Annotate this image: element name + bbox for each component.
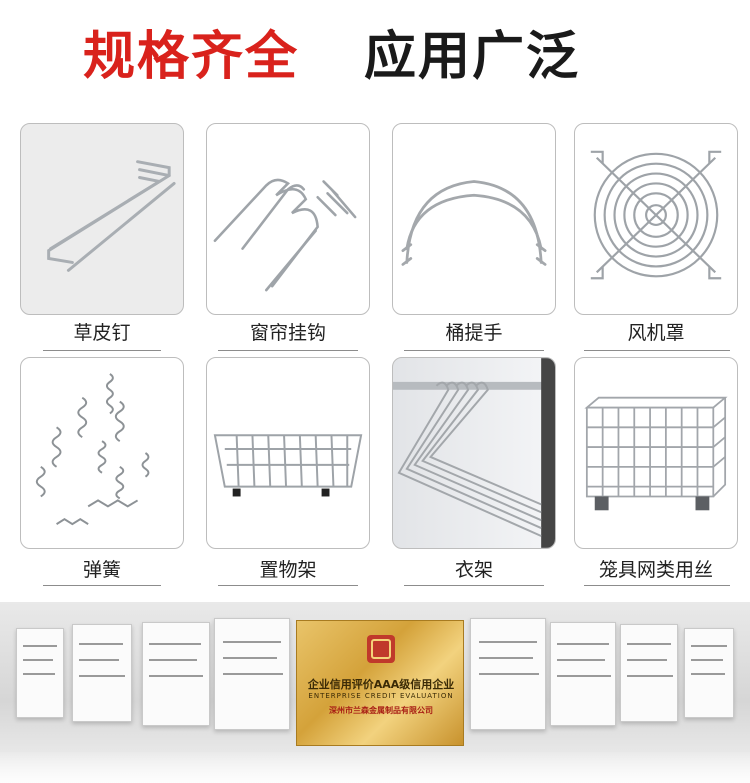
product-label: 弹簧 <box>82 559 121 581</box>
certificate-thumb <box>72 624 132 722</box>
product-photo-spring <box>20 357 184 549</box>
product-label: 衣架 <box>454 559 493 581</box>
product-card-shelf-basket[interactable] <box>206 357 370 549</box>
product-card-wire-cage[interactable] <box>574 357 738 549</box>
headline-red: 规格齐全 <box>83 27 300 87</box>
certificate-thumb <box>214 618 290 730</box>
product-photo-wire-cage <box>574 357 738 549</box>
product-card-spring[interactable] <box>20 357 184 549</box>
springs-icon <box>35 373 150 526</box>
wire-basket-icon <box>213 434 363 497</box>
label-underline <box>404 585 544 586</box>
seal-icon <box>367 635 395 663</box>
credit-line1: 企业信用评价AAA级信用企业 <box>307 678 455 691</box>
bucket-handles-icon <box>401 180 547 266</box>
curtain-hooks-icon <box>213 178 357 292</box>
wire-cage-icon <box>584 396 728 511</box>
certificate-thumb <box>470 618 546 730</box>
certificate-thumb <box>16 628 64 718</box>
product-card-hanger[interactable] <box>392 357 556 549</box>
certificate-thumb <box>550 622 616 726</box>
product-photo-turf-staple <box>20 123 184 315</box>
product-card-bucket-handle[interactable] <box>392 123 556 315</box>
fan-guard-icon <box>590 150 722 280</box>
product-card-curtain-hooks[interactable] <box>206 123 370 315</box>
credit-line3: 深州市兰森金属制品有限公司 <box>329 706 433 715</box>
product-label: 置物架 <box>259 559 317 581</box>
certificate-thumb <box>620 624 678 722</box>
product-card-turf-staple[interactable] <box>20 123 184 315</box>
product-photo-curtain-hooks <box>206 123 370 315</box>
label-underline <box>218 585 358 586</box>
headline-black: 应用广泛 <box>364 27 581 87</box>
certificate-thumb <box>684 628 734 718</box>
label-underline <box>404 350 544 351</box>
product-label: 窗帘挂钩 <box>249 322 326 344</box>
label-underline <box>218 350 358 351</box>
label-underline <box>584 350 730 351</box>
certificate-thumb <box>142 622 210 726</box>
product-label: 风机罩 <box>627 322 685 344</box>
product-photo-fan-guard <box>574 123 738 315</box>
label-underline <box>43 350 161 351</box>
product-label: 草皮钉 <box>73 322 131 344</box>
product-label: 桶提手 <box>445 322 503 344</box>
headline: 规格齐全 应用广泛 <box>0 14 750 87</box>
certificate-band: 企业信用评价AAA级信用企业 ENTERPRISE CREDIT EVALUAT… <box>0 602 750 783</box>
u-shaped-wire-stake-icon <box>47 160 176 272</box>
product-photo-bucket-handle <box>392 123 556 315</box>
credit-certificate: 企业信用评价AAA级信用企业 ENTERPRISE CREDIT EVALUAT… <box>296 620 464 746</box>
label-underline <box>43 585 161 586</box>
reflection <box>0 752 750 783</box>
label-underline <box>584 585 730 586</box>
product-photo-hanger <box>392 357 556 549</box>
credit-line2: ENTERPRISE CREDIT EVALUATION <box>308 692 454 700</box>
product-label: 笼具网类用丝 <box>598 559 713 581</box>
product-photo-shelf-basket <box>206 357 370 549</box>
wire-hangers-icon <box>393 358 555 548</box>
product-card-fan-guard[interactable] <box>574 123 738 315</box>
